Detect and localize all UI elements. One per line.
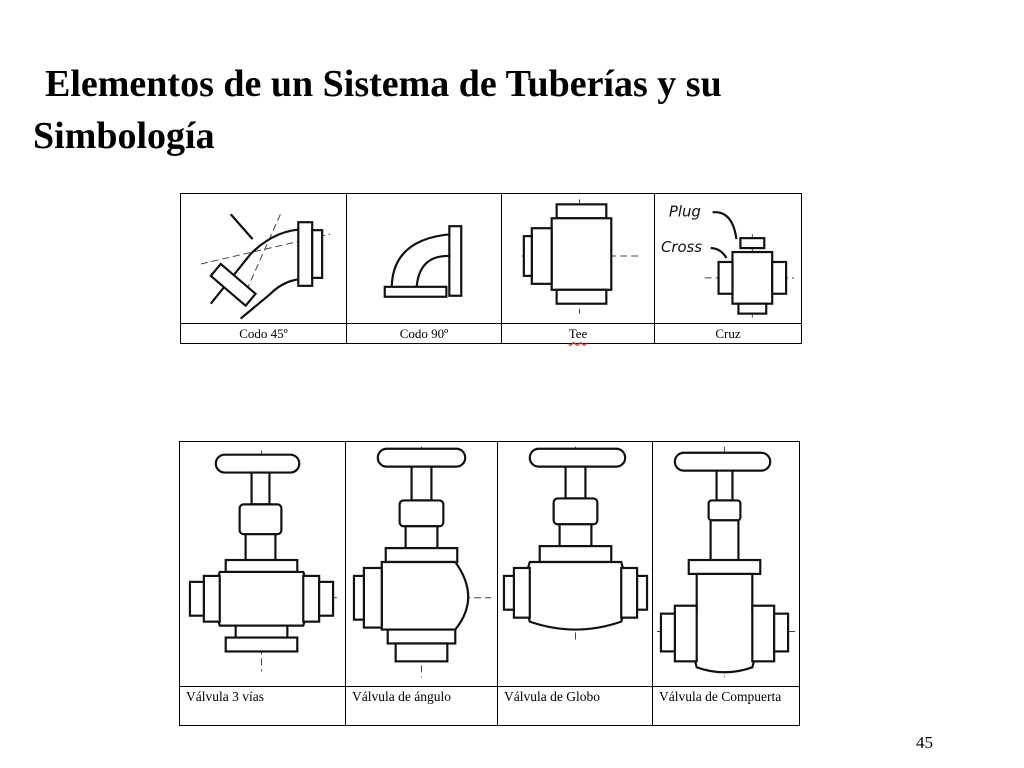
tee-label-text: Tee — [568, 326, 588, 341]
cross-icon: Plug Cross — [661, 202, 795, 320]
valve-cell-gate — [652, 441, 800, 687]
fittings-table: Plug Cross Codo 45º Codo 90º Tee Cruz — [180, 193, 802, 344]
valve-label-angle: Válvula de ángulo — [345, 686, 498, 726]
gate-valve-icon — [656, 446, 796, 678]
fitting-label-cross: Cruz — [654, 323, 802, 344]
plug-annotation: Plug — [669, 202, 701, 220]
fitting-cell-elbow-45 — [180, 193, 347, 324]
globe-valve-icon — [502, 446, 649, 642]
valves-table: Válvula 3 vías Válvula de ángulo Válvula… — [179, 441, 800, 726]
fitting-label-elbow-90: Codo 90º — [346, 323, 502, 344]
angle-valve-icon — [352, 446, 492, 678]
valve-label-gate: Válvula de Compuerta — [652, 686, 800, 726]
valve-label-globe: Válvula de Globo — [497, 686, 653, 726]
valves-label-row: Válvula 3 vías Válvula de ángulo Válvula… — [179, 686, 800, 726]
elbow-45-icon — [200, 213, 331, 320]
valve-cell-angle — [345, 441, 498, 687]
tee-icon — [521, 199, 642, 314]
page-number: 45 — [916, 733, 933, 752]
valves-image-row — [179, 441, 800, 687]
valve-cell-three-way — [179, 441, 346, 687]
elbow-90-icon — [383, 225, 463, 298]
valve-cell-globe — [497, 441, 653, 687]
fitting-label-elbow-45: Codo 45º — [180, 323, 347, 344]
fitting-cell-cross: Plug Cross — [654, 193, 802, 324]
cross-annotation: Cross — [661, 238, 702, 256]
fitting-cell-elbow-90 — [346, 193, 502, 324]
fittings-image-row: Plug Cross — [180, 193, 802, 324]
slide-title-line-1: Elementos de un Sistema de Tuberías y su — [45, 63, 722, 105]
fittings-label-row: Codo 45º Codo 90º Tee Cruz — [180, 323, 802, 344]
fitting-cell-tee — [501, 193, 655, 324]
fitting-label-tee: Tee — [501, 323, 655, 344]
slide-title: Elementos de un Sistema de Tuberías y su… — [33, 58, 933, 162]
slide-title-line-2: Simbología — [33, 115, 215, 157]
valve-label-three-way: Válvula 3 vías — [179, 686, 346, 726]
three-way-valve-icon — [188, 450, 338, 672]
